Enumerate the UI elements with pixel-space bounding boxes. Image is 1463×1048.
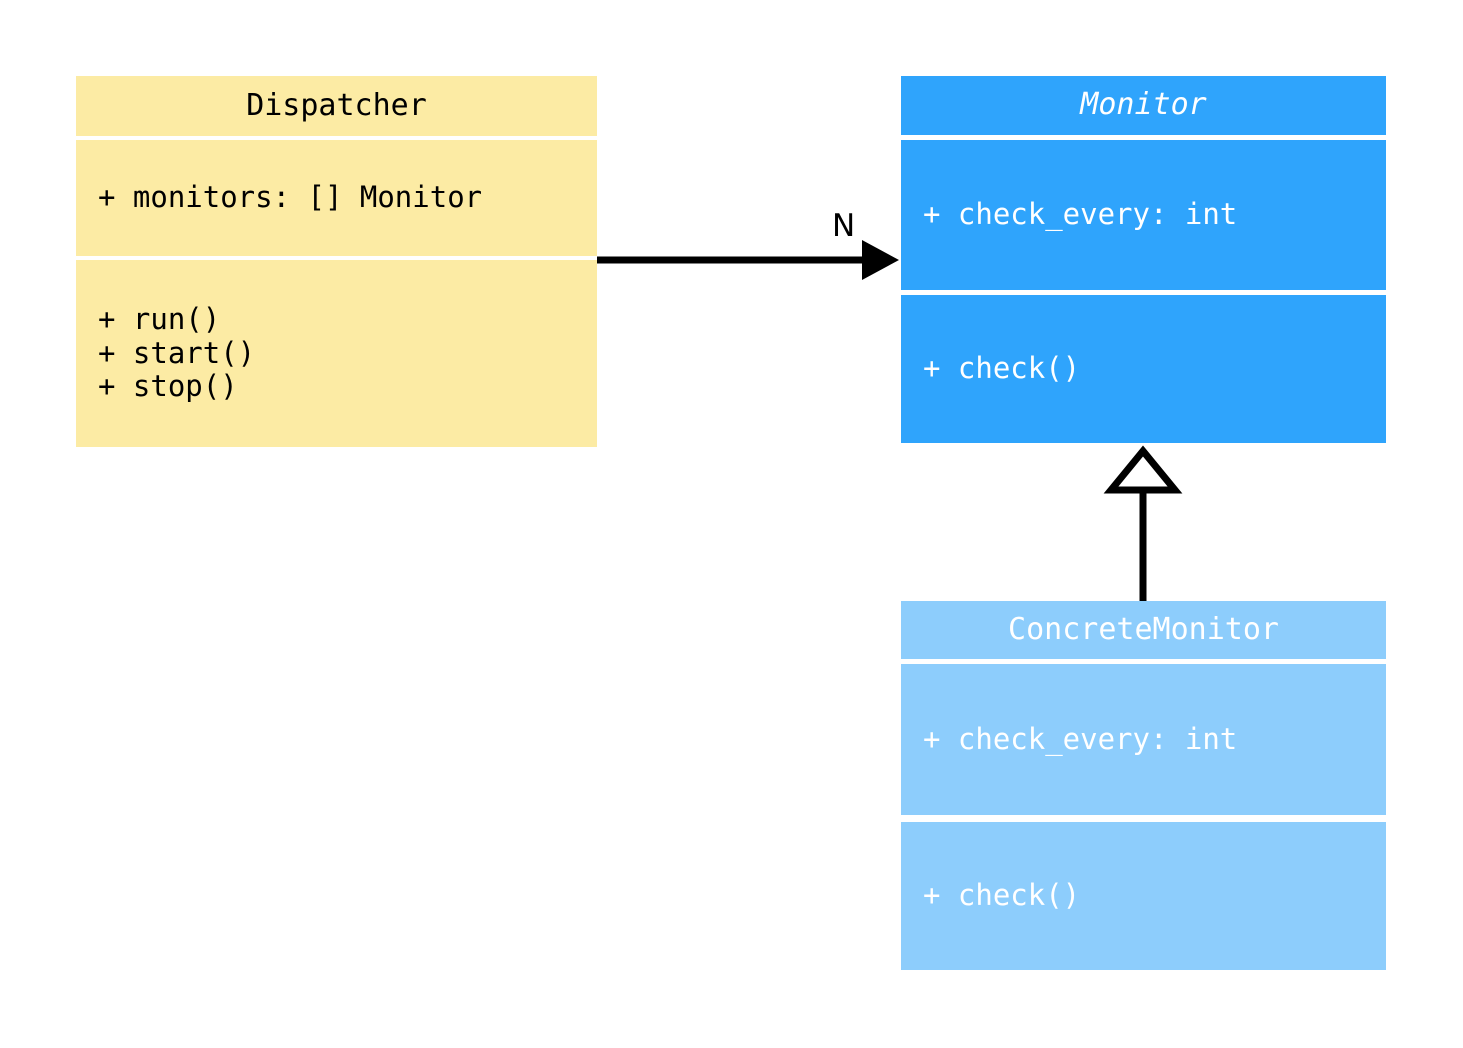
method-row: + run() [98, 301, 221, 336]
class-name-monitor: Monitor [1080, 87, 1207, 123]
association-multiplicity-label: N [832, 208, 856, 244]
attribute-row: + monitors: [] Monitor [98, 180, 483, 215]
association-dispatcher-to-monitor [597, 240, 899, 280]
class-box-dispatcher[interactable]: Dispatcher + monitors: [] Monitor + run(… [76, 76, 597, 447]
class-header-concrete-monitor: ConcreteMonitor [901, 601, 1386, 659]
class-methods-monitor: + check() [901, 295, 1386, 443]
attribute-row: + check_every: int [923, 721, 1238, 756]
method-row: + start() [98, 335, 256, 370]
class-header-dispatcher: Dispatcher [76, 76, 597, 136]
class-methods-dispatcher: + run() + start() + stop() [76, 260, 597, 447]
method-row: + stop() [98, 369, 238, 404]
class-box-concrete-monitor[interactable]: ConcreteMonitor + check_every: int + che… [901, 601, 1386, 970]
hollow-triangle-arrowhead-icon [1103, 445, 1183, 494]
class-header-monitor: Monitor [901, 76, 1386, 135]
class-name-concrete-monitor: ConcreteMonitor [1008, 611, 1279, 647]
filled-triangle-arrowhead-icon [862, 240, 899, 280]
class-attributes-monitor: + check_every: int [901, 140, 1386, 290]
generalization-concrete-monitor-to-monitor [1103, 445, 1183, 601]
class-methods-concrete-monitor: + check() [901, 822, 1386, 970]
class-attributes-concrete-monitor: + check_every: int [901, 664, 1386, 815]
class-box-monitor[interactable]: Monitor + check_every: int + check() [901, 76, 1386, 443]
attribute-row: + check_every: int [923, 197, 1238, 232]
method-row: + check() [923, 351, 1081, 386]
method-row: + check() [923, 878, 1081, 913]
class-attributes-dispatcher: + monitors: [] Monitor [76, 140, 597, 256]
class-name-dispatcher: Dispatcher [246, 87, 427, 123]
